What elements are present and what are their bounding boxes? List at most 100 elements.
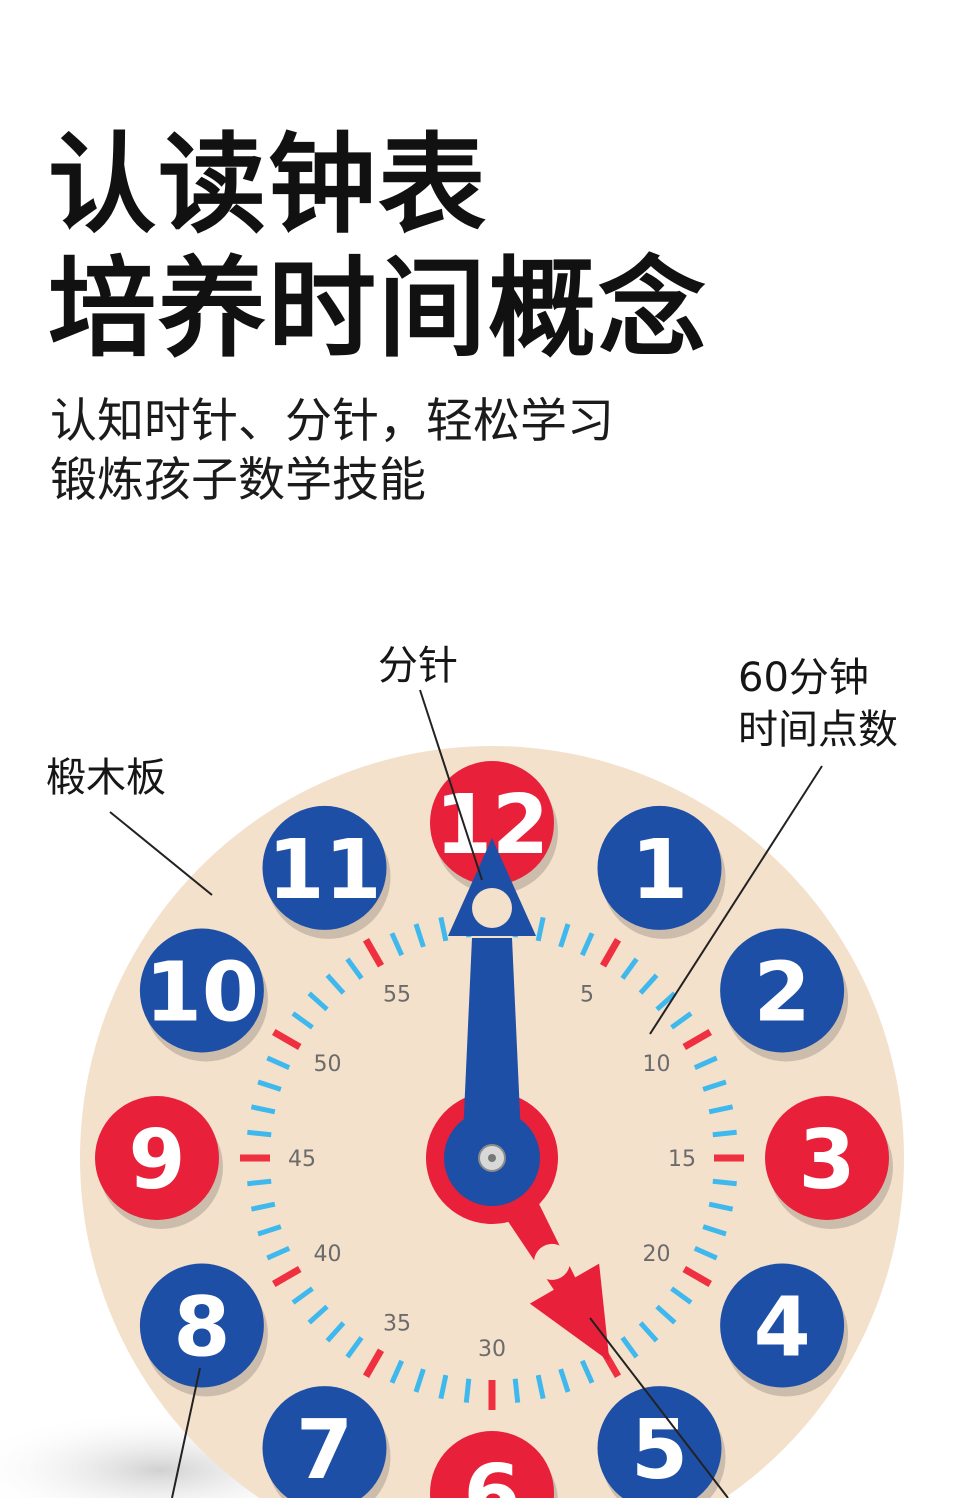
hour-button: 3 xyxy=(765,1096,893,1229)
minute-hand-hole xyxy=(472,888,512,928)
major-tick xyxy=(682,1028,712,1051)
leader-button-8 xyxy=(171,1367,201,1498)
minor-tick xyxy=(580,932,595,957)
hour-button-label: 2 xyxy=(754,946,811,1041)
callout-wood-board: 椴木板 xyxy=(46,755,166,801)
minor-tick xyxy=(620,957,639,980)
hour-button: 10 xyxy=(139,928,268,1062)
hour-button-disc xyxy=(720,1263,845,1388)
clock-hands xyxy=(425,838,610,1362)
hour-button-label: 10 xyxy=(145,946,259,1041)
hour-button-disc xyxy=(262,1386,387,1498)
minor-tick xyxy=(247,1178,272,1187)
minor-tick xyxy=(307,1304,329,1325)
hour-button-disc xyxy=(720,928,845,1053)
callout-time-dots-line-1: 60分钟 xyxy=(738,655,869,701)
hour-button: 8 xyxy=(139,1263,268,1397)
hour-button: 1 xyxy=(597,805,726,939)
minute-label: 30 xyxy=(478,1337,506,1362)
center-screw-dot xyxy=(488,1154,496,1162)
minor-tick xyxy=(257,1079,282,1092)
minor-tick xyxy=(670,1011,693,1030)
minor-tick xyxy=(693,1055,718,1070)
subheadline-line-2: 锻炼孩子数学技能 xyxy=(50,453,426,508)
callout-time-dots-line-2: 时间点数 xyxy=(738,707,898,753)
minute-label: 45 xyxy=(288,1147,316,1172)
hour-button: 4 xyxy=(720,1263,849,1397)
minor-tick xyxy=(655,1304,677,1325)
hour-button: 6 xyxy=(430,1431,558,1498)
minor-tick xyxy=(558,1368,571,1393)
minor-tick xyxy=(247,1129,272,1138)
minute-hand-arrow xyxy=(448,838,536,936)
minute-label: 35 xyxy=(383,1312,411,1337)
minor-tick xyxy=(250,1201,276,1212)
hour-button: 7 xyxy=(262,1386,391,1498)
minor-tick xyxy=(712,1129,737,1138)
minute-label: 15 xyxy=(668,1147,696,1172)
hour-button: 11 xyxy=(262,805,391,939)
major-tick xyxy=(682,1265,712,1288)
minor-tick xyxy=(325,1321,346,1343)
minor-tick xyxy=(389,1359,404,1384)
minor-tick xyxy=(291,1286,314,1305)
headline-line-1: 认读钟表 xyxy=(48,123,489,248)
hour-button-disc xyxy=(139,928,264,1053)
hour-button-label: 5 xyxy=(631,1403,688,1498)
minor-tick xyxy=(702,1079,727,1092)
hour-button-disc xyxy=(597,805,722,930)
callout-leader-lines xyxy=(109,689,823,1498)
hour-button-disc xyxy=(430,1431,554,1498)
hour-button-disc xyxy=(139,1263,264,1388)
hour-button-label: 8 xyxy=(173,1281,230,1376)
hour-hand-arrow xyxy=(529,1263,610,1362)
leader-time-dots xyxy=(649,765,823,1035)
minute-label: 10 xyxy=(643,1052,671,1077)
minute-label: 20 xyxy=(643,1242,671,1267)
minor-tick xyxy=(438,916,449,942)
hour-button: 2 xyxy=(720,928,849,1062)
minute-label: 40 xyxy=(313,1242,341,1267)
minor-tick xyxy=(535,916,546,942)
minor-tick xyxy=(413,923,426,948)
minute-label: 5 xyxy=(580,982,594,1007)
major-tick xyxy=(362,938,385,968)
leader-wood-board xyxy=(109,811,213,896)
major-tick xyxy=(599,938,622,968)
hour-button: 9 xyxy=(95,1096,223,1229)
hour-hand-hole xyxy=(533,1243,570,1280)
minor-tick xyxy=(345,957,364,980)
hour-button-label: 3 xyxy=(798,1113,855,1208)
hour-button-label: 6 xyxy=(463,1448,520,1498)
minor-tick xyxy=(389,932,404,957)
minor-tick xyxy=(325,973,346,995)
minor-tick xyxy=(708,1104,734,1115)
minor-tick xyxy=(463,1378,472,1403)
minor-tick xyxy=(438,1374,449,1400)
minute-label: 55 xyxy=(383,982,411,1007)
hour-button-disc xyxy=(262,805,387,930)
minor-tick xyxy=(257,1224,282,1237)
minute-label: 50 xyxy=(313,1052,341,1077)
headline-line-2: 培养时间概念 xyxy=(48,247,709,372)
callout-minute-hand: 分针 xyxy=(378,643,458,689)
major-tick xyxy=(272,1265,302,1288)
minor-tick xyxy=(266,1246,291,1261)
minor-tick xyxy=(712,1178,737,1187)
hour-button-disc xyxy=(430,761,554,885)
hour-button-label: 9 xyxy=(128,1113,185,1208)
minor-tick xyxy=(670,1286,693,1305)
minor-tick xyxy=(250,1104,276,1115)
hour-button: 5 xyxy=(597,1386,726,1498)
subheadline-line-1: 认知时针、分针，轻松学习 xyxy=(50,394,614,449)
minor-tick xyxy=(708,1201,734,1212)
hour-button-disc xyxy=(765,1096,889,1220)
leader-hour-hand xyxy=(589,1317,729,1498)
minute-hand-shaft xyxy=(462,938,522,1158)
hour-button-label: 11 xyxy=(267,823,381,918)
minor-tick xyxy=(413,1368,426,1393)
minor-tick xyxy=(307,991,329,1012)
minor-tick xyxy=(638,973,659,995)
